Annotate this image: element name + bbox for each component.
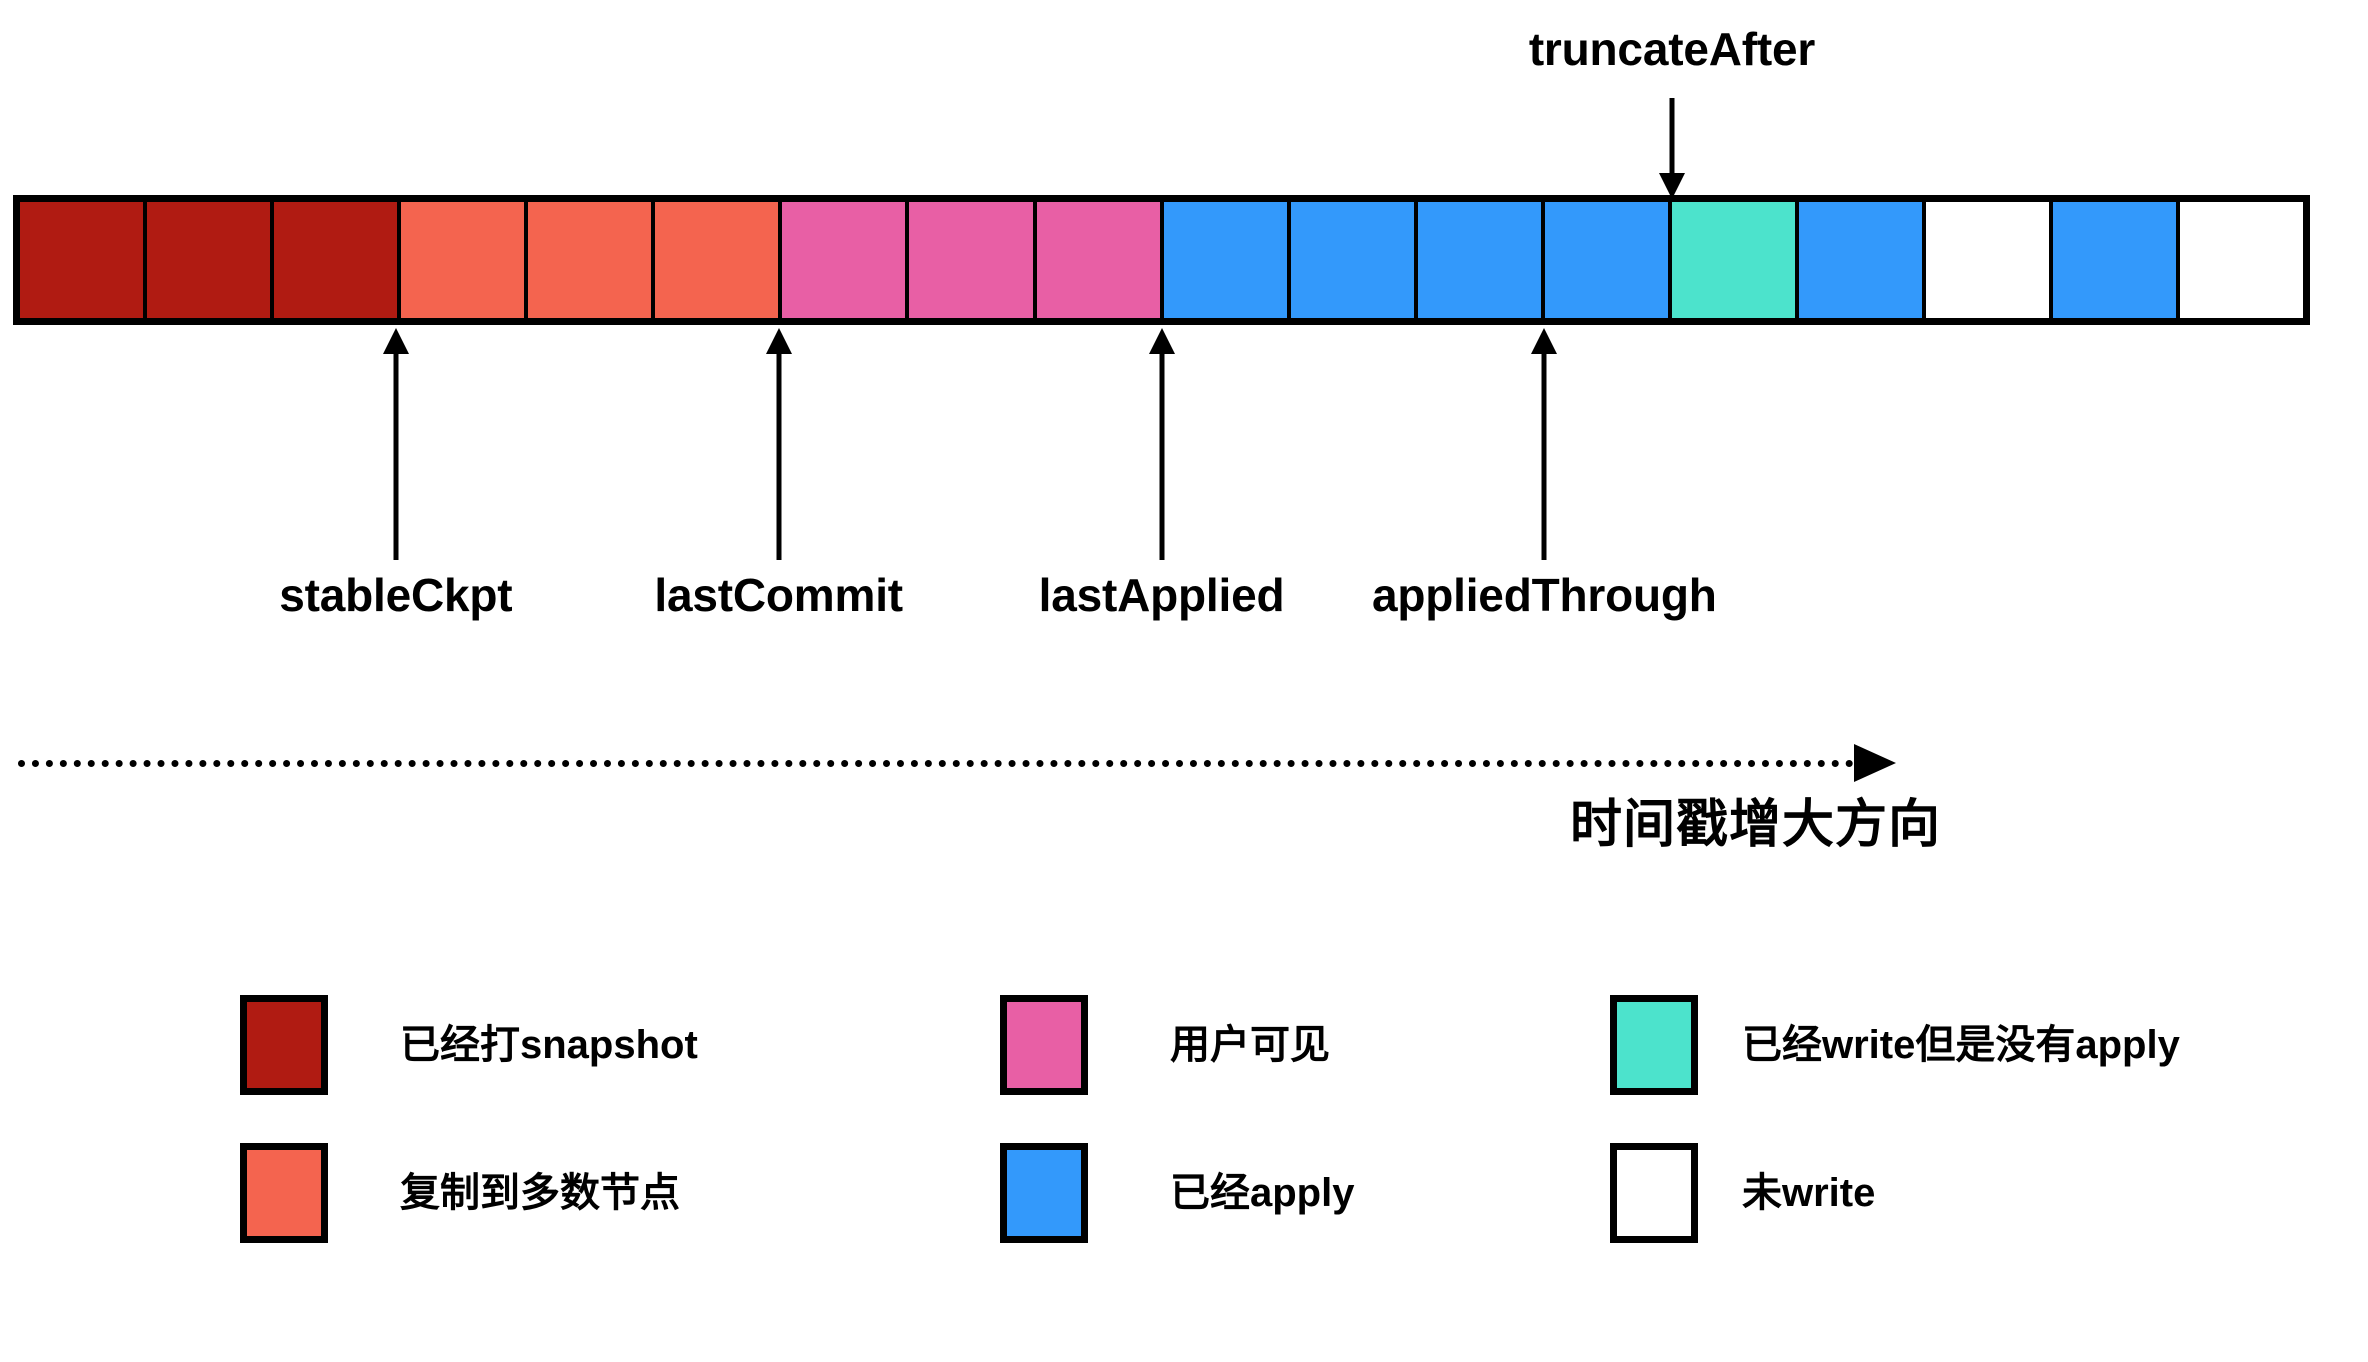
log-cell-1 [20,202,144,318]
log-cell-17 [2049,202,2177,318]
bottom-marker-label-stableCkpt: stableCkpt [279,569,513,621]
replication-log-bar [13,195,2310,325]
up-arrow-icon-lastApplied [1148,328,1175,560]
legend-swatch-written-not-applied [1610,995,1698,1095]
legend-swatch-not-written [1610,1143,1698,1243]
log-cell-2 [143,202,271,318]
log-cell-9 [1032,202,1160,318]
log-cell-12 [1413,202,1541,318]
log-cell-13 [1540,202,1668,318]
log-cell-15 [1794,202,1922,318]
log-cell-11 [1286,202,1414,318]
legend-swatch-visible [1000,995,1088,1095]
legend-label-written-not-applied: 已经write但是没有apply [1742,1023,2180,1067]
legend-swatch-replicated [240,1143,328,1243]
timeline-dotted-line [18,759,1854,767]
log-cell-10 [1159,202,1287,318]
up-arrow-icon-appliedThrough [1531,328,1558,560]
legend-label-visible: 用户可见 [1170,1023,1330,1067]
legend-item-replicated: 复制到多数节点 [240,1143,1000,1243]
legend-item-visible: 用户可见 [1000,995,1610,1095]
up-arrow-icon-lastCommit [765,328,792,560]
log-cell-7 [778,202,906,318]
log-cell-4 [397,202,525,318]
legend-item-snapshot: 已经打snapshot [240,995,1000,1095]
legend-label-snapshot: 已经打snapshot [400,1023,698,1067]
legend-item-applied: 已经apply [1000,1143,1610,1243]
log-cell-6 [651,202,779,318]
top-marker-label-truncateAfter: truncateAfter [1528,23,1816,75]
legend-label-not-written: 未write [1742,1171,1876,1215]
log-cell-8 [905,202,1033,318]
log-cell-18 [2176,202,2304,318]
down-arrow-icon-truncateAfter [1658,98,1685,199]
log-cell-3 [270,202,398,318]
legend-label-replicated: 复制到多数节点 [400,1171,680,1215]
log-cell-14 [1667,202,1795,318]
timeline-arrowhead-icon [1854,744,1896,782]
log-cell-16 [1921,202,2049,318]
legend-swatch-applied [1000,1143,1088,1243]
legend: 已经打snapshot 用户可见 已经write但是没有apply 复制到多数节点 已经… [240,995,2180,1291]
up-arrow-icon-stableCkpt [382,328,409,560]
bottom-marker-label-lastCommit: lastCommit [654,569,903,621]
legend-item-written-not-applied: 已经write但是没有apply [1610,995,2180,1095]
timeline-label: 时间戳增大方向 [1570,796,1942,854]
timeline-arrow [18,740,1898,786]
log-cell-5 [524,202,652,318]
legend-swatch-snapshot [240,995,328,1095]
top-marker-truncateAfter: truncateAfter [1272,26,2072,199]
legend-label-applied: 已经apply [1170,1171,1355,1215]
bottom-marker-label-appliedThrough: appliedThrough [1371,569,1717,621]
bottom-marker-label-lastApplied: lastApplied [1038,569,1285,621]
legend-item-not-written: 未write [1610,1143,2180,1243]
